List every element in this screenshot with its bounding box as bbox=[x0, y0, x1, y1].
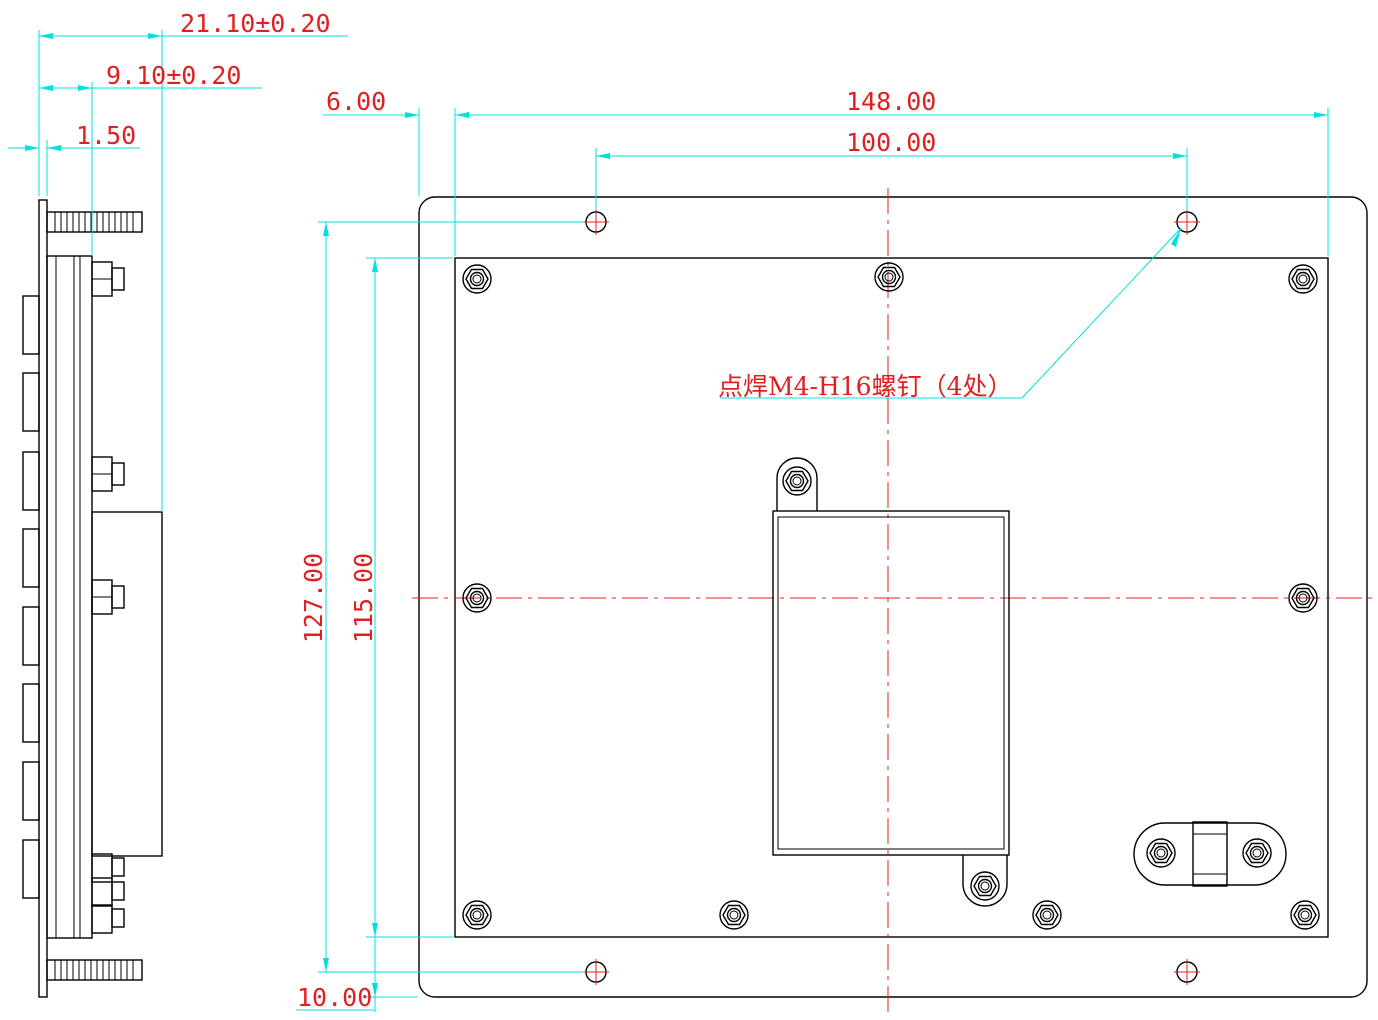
side-nuts bbox=[91, 261, 125, 934]
side-stud-top bbox=[46, 211, 143, 233]
dim-overall-depth: 21.10±0.20 bbox=[180, 9, 331, 38]
side-dimensions bbox=[8, 30, 348, 512]
dim-flange-depth: 9.10±0.20 bbox=[106, 61, 241, 90]
front-cable-clamp bbox=[1133, 821, 1287, 887]
dim-overall-width: 148.00 bbox=[846, 87, 936, 116]
front-component-box bbox=[772, 510, 1010, 856]
side-panel-plate bbox=[38, 199, 48, 998]
dim-inner-height: 115.00 bbox=[349, 553, 378, 643]
side-flange bbox=[46, 255, 93, 939]
dim-overall-height: 127.00 bbox=[299, 553, 328, 643]
front-stud-holes bbox=[582, 208, 1201, 986]
note-leader bbox=[720, 227, 1182, 399]
side-view: 21.10±0.20 9.10±0.20 1.50 bbox=[8, 9, 348, 998]
front-top-tab bbox=[776, 457, 818, 511]
dim-stud-spacing: 100.00 bbox=[846, 128, 936, 157]
dim-flange-offset: 6.00 bbox=[326, 87, 386, 116]
dim-plate-thickness: 1.50 bbox=[76, 121, 136, 150]
side-component-box bbox=[91, 511, 163, 857]
front-view: 点焊M4-H16螺钉（4处） bbox=[296, 87, 1372, 1012]
side-stud-bottom bbox=[46, 959, 143, 981]
front-outer-plate bbox=[418, 196, 1368, 998]
dim-stud-bottom-offset: 10.00 bbox=[297, 983, 372, 1012]
front-bottom-tab bbox=[962, 855, 1008, 907]
side-front-connectors bbox=[22, 295, 40, 899]
note-spot-weld-screws: 点焊M4-H16螺钉（4处） bbox=[718, 372, 1012, 401]
front-dimensions bbox=[296, 108, 1329, 1012]
front-nuts bbox=[462, 262, 1320, 930]
